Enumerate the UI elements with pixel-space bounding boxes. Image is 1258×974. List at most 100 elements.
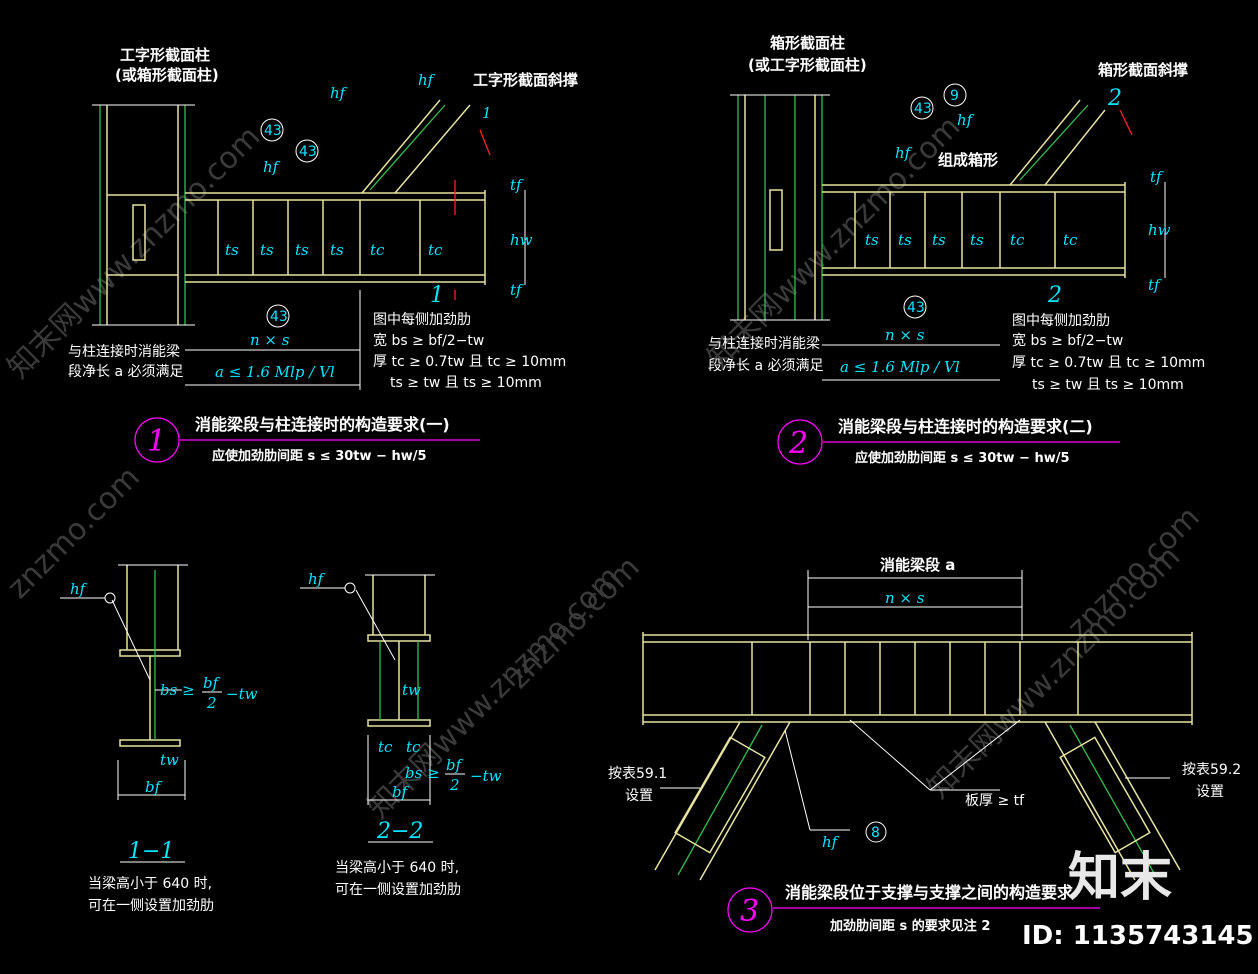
left-note: 与柱连接时消能梁 <box>68 343 180 360</box>
stiffener-note: 图中每侧加劲肋 <box>373 312 471 328</box>
stiffener-ts-label: ts <box>295 241 309 259</box>
section-2-2-labels: hf tw tc tc bs ≥ bf 2 −tw bf 2−2 当梁高小于 6… <box>308 570 502 898</box>
stiffener-note: 厚 tc ≥ 0.7tw 且 tc ≥ 10mm <box>1012 355 1205 371</box>
stiffener-tc-label: tc <box>378 738 393 756</box>
weld-symbol-number: 9 <box>950 88 959 104</box>
weld-symbol-number: 43 <box>270 309 288 325</box>
weld-symbol-number: 8 <box>871 825 880 841</box>
minus-tw: −tw <box>470 767 502 785</box>
stiffener-ts-label: ts <box>865 231 879 249</box>
column-label: 箱形截面柱 <box>770 34 845 52</box>
detail-1 <box>92 99 526 390</box>
column-label: (或工字形截面柱) <box>748 56 867 74</box>
detail-title: 消能梁段位于支撑与支撑之间的构造要求 <box>785 883 1074 902</box>
detail-2 <box>730 94 1166 381</box>
left-note: 与柱连接时消能梁 <box>708 335 820 352</box>
stiffener-note: 宽 bs ≥ bf/2−tw <box>1012 332 1123 349</box>
stiffener-ts-label: ts <box>932 231 946 249</box>
fraction-denominator: 2 <box>449 776 460 794</box>
detail-number: 3 <box>740 894 759 929</box>
section-cut-mark: 1 <box>430 283 444 308</box>
weld-size-label: hf <box>330 84 348 102</box>
section-label: 2−2 <box>376 819 423 844</box>
stiffener-note: 宽 bs ≥ bf/2−tw <box>373 332 484 349</box>
section-note: 可在一侧设置加劲肋 <box>335 882 461 898</box>
length-formula: a ≤ 1.6 Mlp / Vl <box>215 363 335 381</box>
detail-number: 1 <box>147 424 166 459</box>
brace-label: 工字形截面斜撑 <box>473 71 578 89</box>
column-label: (或箱形截面柱) <box>115 66 219 84</box>
brand-badge: 知末 ID: 1135743145 <box>1022 848 1254 951</box>
web-thickness-label: tw <box>402 681 421 699</box>
weld-symbol-number: 43 <box>299 144 317 160</box>
section-note: 当梁高小于 640 时, <box>88 875 212 892</box>
spacing-label: n × s <box>885 589 925 607</box>
section-label: 1−1 <box>128 839 174 864</box>
stiffener-note: ts ≥ tw 且 ts ≥ 10mm <box>1032 377 1184 393</box>
fraction-denominator: 2 <box>206 694 217 712</box>
detail-3 <box>642 570 1193 881</box>
detail-title: 消能梁段与柱连接时的构造要求(二) <box>838 417 1093 436</box>
spacing-label: n × s <box>250 331 290 349</box>
detail-1-labels: 工字形截面柱 (或箱形截面柱) 工字形截面斜撑 hf hf hf 43 43 4… <box>68 46 578 464</box>
weld-size-label: hf <box>957 111 975 129</box>
stiffener-note: 厚 tc ≥ 0.7tw 且 tc ≥ 10mm <box>373 354 566 370</box>
stiffener-width-label: bs ≥ <box>160 681 195 699</box>
section-cut-mark: 2 <box>1107 86 1122 111</box>
detail-subtitle: 应使加劲肋间距 s ≤ 30tw − hw/5 <box>855 450 1070 466</box>
detail-3-labels: 消能梁段 a n × s 按表59.1 设置 按表59.2 设置 板厚 ≥ tf… <box>608 556 1241 934</box>
stiffener-ts-label: ts <box>898 231 912 249</box>
asset-id: ID: 1135743145 <box>1022 921 1254 951</box>
stiffener-note: ts ≥ tw 且 ts ≥ 10mm <box>390 375 542 391</box>
flange-tf-label: tf <box>1148 276 1162 294</box>
section-cut-mark: 2 <box>1047 283 1062 308</box>
stiffener-note: 图中每侧加劲肋 <box>1012 313 1110 329</box>
detail-number: 2 <box>788 426 808 461</box>
flange-tf-label: tf <box>510 281 524 299</box>
brace-note: 设置 <box>625 788 653 804</box>
brand-logo: 知末 <box>1068 848 1172 908</box>
stiffener-ts-label: ts <box>260 241 274 259</box>
section-note: 可在一侧设置加劲肋 <box>88 898 214 914</box>
spacing-label: n × s <box>885 326 925 344</box>
section-cut-mark: 1 <box>482 104 492 122</box>
stiffener-tc-label: tc <box>406 738 421 756</box>
column-label: 工字形截面柱 <box>120 46 210 64</box>
weld-size-label: hf <box>308 570 326 588</box>
length-formula: a ≤ 1.6 Mlp / Vl <box>840 358 960 376</box>
fraction-numerator: bf <box>446 756 464 774</box>
detail-title: 消能梁段与柱连接时的构造要求(一) <box>195 415 450 434</box>
stiffener-tc-label: tc <box>1010 231 1025 249</box>
weld-symbol-number: 43 <box>264 123 282 139</box>
fraction-numerator: bf <box>203 674 221 692</box>
web-thickness-label: tw <box>160 751 179 769</box>
flange-tf-label: tf <box>510 176 524 194</box>
left-note: 段净长 a 必须满足 <box>68 364 183 380</box>
stiffener-ts-label: ts <box>970 231 984 249</box>
brace-note: 设置 <box>1196 784 1224 800</box>
weld-symbol-number: 43 <box>907 300 925 316</box>
stiffener-width-label: bs ≥ <box>405 764 440 782</box>
weld-size-label: hf <box>822 833 840 851</box>
link-length-label: 消能梁段 a <box>880 556 955 574</box>
section-1-1 <box>60 564 188 800</box>
watermark-layer: znzmo.com znzmo.com znzmo.com 知末网www.znz… <box>1 109 1207 825</box>
detail-subtitle: 加劲肋间距 s 的要求见注 2 <box>829 918 990 934</box>
weld-size-label: hf <box>418 71 436 89</box>
brace-note: 按表59.1 <box>608 766 667 782</box>
stiffener-tc-label: tc <box>428 241 443 259</box>
flange-width-label: bf <box>392 783 410 801</box>
section-2-2 <box>300 574 435 805</box>
weld-size-label: hf <box>263 158 281 176</box>
weld-size-label: hf <box>895 144 913 162</box>
stiffener-ts-label: ts <box>330 241 344 259</box>
flange-tf-label: tf <box>1150 168 1164 186</box>
minus-tw: −tw <box>226 685 258 703</box>
brace-note: 按表59.2 <box>1182 762 1241 778</box>
detail-2-labels: 箱形截面柱 (或工字形截面柱) 箱形截面斜撑 组成箱形 9 43 43 hf h… <box>708 34 1205 466</box>
section-1-1-labels: hf bs ≥ bf 2 −tw tw bf 1−1 当梁高小于 640 时, … <box>70 580 258 914</box>
section-note: 当梁高小于 640 时, <box>335 859 459 876</box>
brace-label: 箱形截面斜撑 <box>1098 61 1188 79</box>
stiffener-ts-label: ts <box>225 241 239 259</box>
